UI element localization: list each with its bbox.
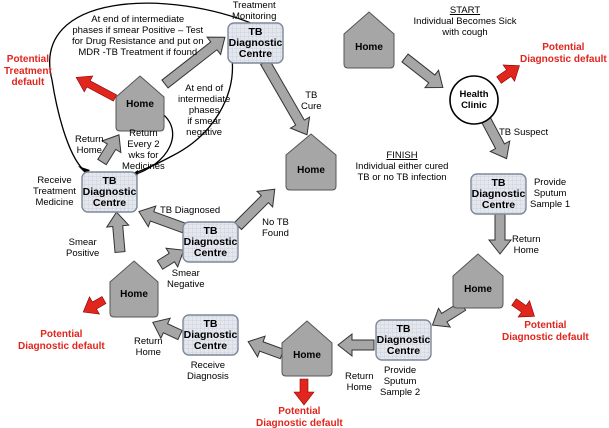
health-clinic-label: Health Clinic bbox=[452, 89, 496, 111]
arrow-clinic-to-centre1 bbox=[479, 114, 511, 160]
home-shape-bottom bbox=[281, 320, 333, 377]
finish-block: FINISH Individual either cured TB or no … bbox=[352, 150, 452, 183]
arrow-centre1-to-home bbox=[487, 213, 513, 255]
red-arrow-bottom-default bbox=[293, 378, 315, 406]
arrow-monitoring-to-finish bbox=[259, 58, 311, 136]
home-shape-treatment bbox=[115, 75, 165, 132]
home-shape-start bbox=[343, 11, 395, 69]
arrow-home-to-clinic bbox=[401, 53, 444, 89]
home-shape-right bbox=[452, 253, 504, 309]
label-tb-diagnosed: TB Diagnosed bbox=[160, 205, 221, 216]
loop-smear-positive bbox=[49, 2, 259, 173]
start-text: Individual Becomes Sick with cough bbox=[413, 16, 517, 38]
start-block: START Individual Becomes Sick with cough bbox=[410, 5, 520, 38]
home-label-right: Home bbox=[464, 284, 492, 295]
arrow-treatment-to-home bbox=[97, 134, 122, 166]
arrow-home-to-centre3 bbox=[247, 335, 285, 360]
red-arrow-treatment-default bbox=[75, 75, 118, 102]
arrow-centre3-to-home bbox=[152, 317, 183, 341]
clinic-line-1: Health bbox=[459, 89, 489, 100]
arrow-no-tb-to-finish bbox=[233, 188, 276, 231]
home-label-start: Home bbox=[355, 42, 383, 53]
arrow-diagnosed-to-treatment bbox=[138, 205, 187, 234]
home-label-left: Home bbox=[120, 289, 148, 300]
tb-centre-shape-sample2 bbox=[375, 319, 432, 361]
arrow-home-to-treatment-centre bbox=[105, 211, 130, 253]
home-shape-left bbox=[109, 260, 159, 318]
start-title: START bbox=[449, 5, 481, 16]
tb-centre-shape-receive bbox=[182, 314, 239, 356]
red-arrow-clinic-default bbox=[496, 64, 520, 84]
home-label-finish: Home bbox=[297, 165, 325, 176]
red-arrow-left-default bbox=[82, 296, 107, 315]
red-arrow-right-default bbox=[511, 298, 535, 318]
clinic-line-2: Clinic bbox=[461, 100, 487, 111]
home-label-treatment: Home bbox=[126, 99, 154, 110]
arrow-centre2-to-home bbox=[337, 332, 375, 358]
label-smear-negative-note: At end of intermediate phases if smear n… bbox=[178, 83, 231, 138]
loop-return-every-2wks bbox=[129, 111, 174, 177]
label-smear-positive-note: At end of intermediate phases if smear P… bbox=[72, 14, 204, 58]
arrow-home-to-monitoring bbox=[161, 36, 226, 89]
home-shape-finish bbox=[285, 133, 337, 191]
tb-centre-shape-sample1 bbox=[470, 173, 527, 215]
finish-title: FINISH bbox=[386, 150, 418, 161]
finish-text: Individual either cured TB or no TB infe… bbox=[355, 161, 449, 183]
tb-centre-shape-diagnosis bbox=[182, 221, 239, 263]
health-clinic-shape bbox=[449, 75, 499, 125]
tb-centre-shape-monitoring bbox=[227, 22, 284, 64]
label-tb-suspect: TB Suspect bbox=[499, 127, 549, 138]
home-label-bottom: Home bbox=[293, 350, 321, 361]
arrow-home-to-centre-smear-neg bbox=[156, 247, 185, 270]
tb-centre-shape-treatment bbox=[81, 171, 138, 213]
